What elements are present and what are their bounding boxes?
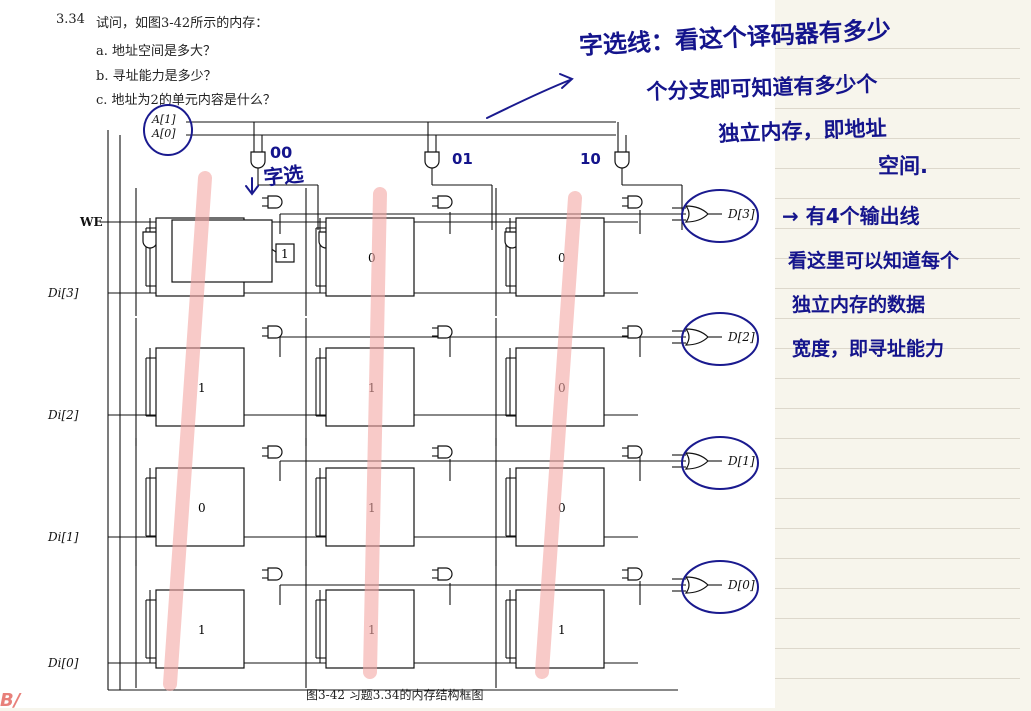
question-b: b. 寻址能力是多少？ bbox=[96, 69, 217, 84]
latch-cell-detail bbox=[171, 219, 273, 283]
cell-and-gate bbox=[437, 567, 453, 581]
highlight-stripe-2 bbox=[535, 191, 582, 679]
cell-and-gate bbox=[267, 445, 283, 459]
circle-output-3 bbox=[681, 560, 759, 614]
figure-caption: 图3-42 习题3.34的内存结构框图 bbox=[306, 688, 484, 702]
circle-output-2 bbox=[681, 436, 759, 490]
note-decoder-00: 00 bbox=[270, 143, 293, 162]
cell-and-gate bbox=[627, 567, 643, 581]
data-output-label-3: D[0] bbox=[727, 578, 755, 592]
note-right-line3: 独立内存的数据 bbox=[792, 294, 926, 316]
corner-mark: B/ bbox=[0, 690, 21, 711]
data-input-label-1: Di[2] bbox=[47, 408, 79, 422]
address-label-a0: A[0] bbox=[151, 127, 176, 140]
cell-and-gate bbox=[627, 445, 643, 459]
memory-cell bbox=[325, 217, 415, 297]
output-or-gate-3 bbox=[685, 576, 709, 594]
note-top-line4: 空间. bbox=[878, 154, 928, 178]
output-or-gate-2 bbox=[685, 452, 709, 470]
note-word-select: 字选 bbox=[262, 161, 305, 190]
data-output-label-2: D[1] bbox=[727, 454, 755, 468]
cell-and-gate bbox=[267, 195, 283, 209]
note-right-line2: 看这里可以知道每个 bbox=[788, 250, 960, 272]
arrow-word-select bbox=[245, 177, 259, 196]
decoder-and-gate-2 bbox=[614, 151, 630, 169]
question-number: 3.34 bbox=[56, 12, 85, 27]
memory-cell-value: 1 bbox=[558, 623, 566, 637]
note-decoder-01: 01 bbox=[452, 150, 473, 168]
memory-cell bbox=[155, 467, 245, 547]
note-decoder-10: 10 bbox=[580, 150, 601, 168]
cell-and-gate bbox=[437, 195, 453, 209]
output-or-gate-1 bbox=[685, 328, 709, 346]
cell-and-gate bbox=[267, 567, 283, 581]
memory-cell-value: 1 bbox=[198, 623, 206, 637]
data-output-label-0: D[3] bbox=[727, 207, 755, 221]
arrow-head bbox=[559, 73, 574, 89]
callout-box bbox=[275, 243, 295, 263]
cell-and-gate bbox=[627, 325, 643, 339]
output-or-gate-0 bbox=[685, 205, 709, 223]
cell-and-gate bbox=[627, 195, 643, 209]
cell-and-gate bbox=[437, 445, 453, 459]
circle-address-inputs bbox=[143, 104, 193, 156]
data-input-label-3: Di[0] bbox=[47, 656, 79, 670]
decoder-and-gate-1 bbox=[424, 151, 440, 169]
data-output-label-1: D[2] bbox=[727, 330, 755, 344]
arrow-to-note bbox=[486, 79, 571, 119]
memory-cell bbox=[515, 217, 605, 297]
circle-output-0 bbox=[681, 189, 759, 243]
memory-cell-value: 0 bbox=[558, 251, 566, 265]
cell-and-gate bbox=[267, 325, 283, 339]
address-label-a1: A[1] bbox=[151, 113, 176, 126]
highlight-stripe-0 bbox=[163, 171, 212, 691]
question-c: c. 地址为2的单元内容是什么？ bbox=[96, 93, 276, 108]
memory-cell bbox=[515, 589, 605, 669]
memory-cell bbox=[155, 347, 245, 427]
highlight-stripe-1 bbox=[363, 187, 387, 679]
data-input-label-2: Di[1] bbox=[47, 530, 79, 544]
note-right-line4: 宽度，即寻址能力 bbox=[792, 338, 945, 360]
cell-and-gate bbox=[437, 325, 453, 339]
circle-output-1 bbox=[681, 312, 759, 366]
we-and-gate bbox=[142, 231, 158, 249]
memory-structure-diagram: 001100101111 A[1]A[0]WEDi[3]D[3]Di[2]D[2… bbox=[47, 73, 759, 691]
question-prompt: 试问，如图3-42所示的内存： bbox=[96, 16, 269, 31]
memory-cell-value: 0 bbox=[558, 501, 566, 515]
we-label: WE bbox=[79, 215, 103, 229]
data-input-label-0: Di[3] bbox=[47, 286, 79, 300]
note-top-line3: 独立内存，即地址 bbox=[718, 116, 887, 146]
note-right-line1: → 有4个输出线 bbox=[782, 204, 920, 228]
memory-cell-value: 0 bbox=[198, 501, 206, 515]
question-a: a. 地址空间是多大？ bbox=[96, 44, 217, 59]
callout-value: 1 bbox=[281, 247, 289, 261]
memory-cell-value: 1 bbox=[198, 381, 206, 395]
